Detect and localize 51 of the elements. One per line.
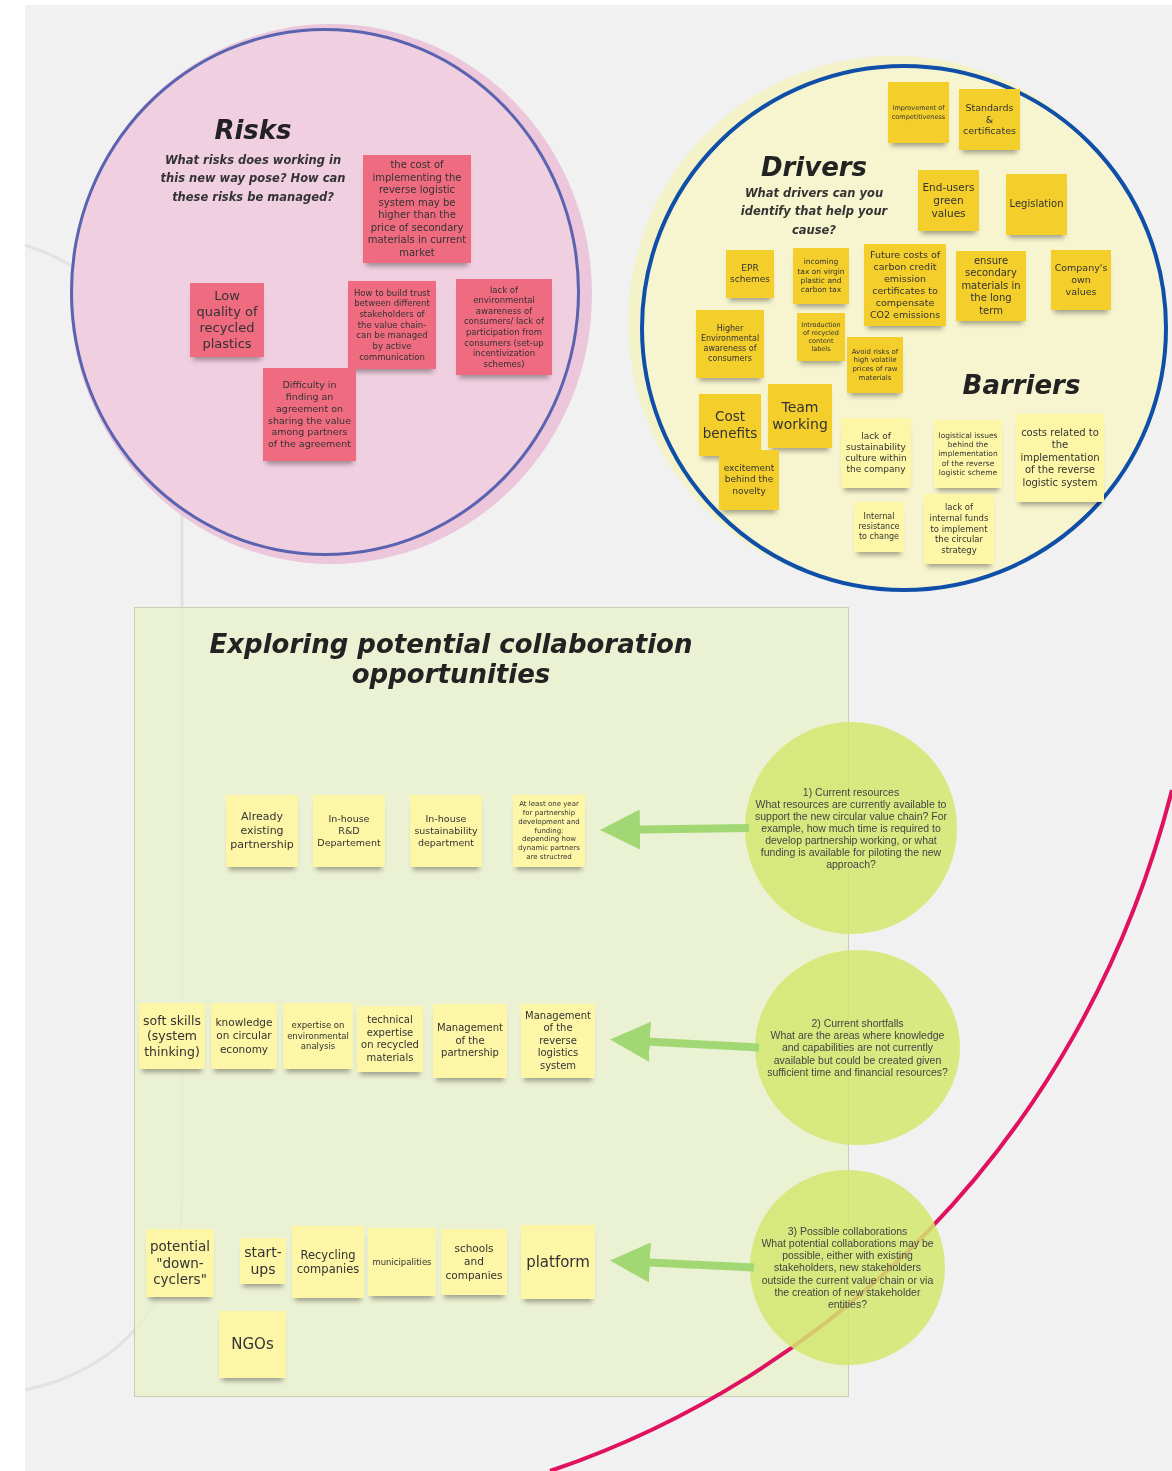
sticky-note: the cost of implementing the reverse logistic system may be higher than the price of secondary materials in current market [363, 155, 471, 263]
sticky-note: Management of the reverse logistics system [521, 1004, 595, 1078]
sticky-note: lack of environmental awareness of consumers/ lack of participation from consumers (set-up incentivization schemes) [456, 279, 552, 375]
sticky-note: ensure secondary materials in the long term [956, 251, 1026, 321]
sticky-note: Standards & certificates [959, 89, 1020, 150]
sticky-note: costs related to the implementation of the reverse logistic system [1016, 414, 1104, 502]
section-heading: Risks [213, 115, 293, 145]
sticky-note: Future costs of carbon credit emission certificates to compensate CO2 emissions [864, 244, 946, 326]
sticky-note: Higher Environmental awareness of consumers [696, 310, 764, 378]
sticky-note: soft skills (system thinking) [139, 1003, 205, 1069]
sticky-note: Recycling companies [292, 1226, 364, 1298]
sticky-note: technical expertise on recycled materials [357, 1006, 423, 1072]
question-text: What drivers can you identify that help your cause? [739, 185, 889, 239]
sticky-note: Difficulty in finding an agreement on sharing the value among partners of the agreement [263, 368, 356, 461]
question-text: What resources are currently available to support the new circular value chain? For example, how much time is required to develop partnership working, or what funding is available for piloting the new approach? [755, 797, 947, 871]
sticky-note: End-users green values [918, 170, 979, 231]
sticky-note: Low quality of recycled plastics [190, 283, 264, 357]
arrow [610, 1021, 760, 1062]
sticky-note: NGOs [219, 1311, 286, 1378]
sticky-note: In-house sustainability department [410, 795, 482, 867]
section-heading: Barriers [961, 370, 1082, 400]
sticky-note: lack of internal funds to implement the circular strategy [924, 494, 994, 564]
sticky-note: platform [521, 1225, 595, 1299]
circle-heading: 1) Current resources [802, 785, 900, 798]
sticky-note: How to build trust between different stakeholders of the value chain-can be managed by active communication [348, 281, 436, 369]
sticky-note: municipalities [368, 1228, 436, 1296]
panel-title: Exploring potential collaboration opportunities [208, 629, 694, 689]
sticky-note: schools and companies [441, 1229, 507, 1295]
sticky-note: start-ups [240, 1238, 286, 1284]
sticky-note: Team working [768, 384, 832, 448]
sticky-note: In-house R&D Departement [313, 795, 385, 867]
sticky-note: Legislation [1006, 174, 1067, 235]
sticky-note: Cost benefits [699, 394, 761, 456]
sticky-note: potential "down-cyclers" [146, 1229, 214, 1297]
arrow [610, 1242, 755, 1283]
sticky-note: knowledge on circular economy [211, 1003, 277, 1069]
circle-heading: 2) Current shortfalls [811, 1017, 904, 1030]
question-text: What are the areas where knowledge and capabilities are not currently available but could be created given sufficient time and financial resources? [766, 1029, 949, 1078]
arrow [600, 809, 750, 850]
sticky-note: Company's own values [1051, 250, 1111, 310]
sticky-note: excitement behind the novelty [719, 450, 779, 510]
sticky-note: Already existing partnership [226, 795, 298, 867]
sticky-note: Management of the partnership [433, 1004, 507, 1078]
sticky-note: expertise on environmental analysis [283, 1003, 353, 1069]
sticky-note: EPR schemes [726, 250, 774, 298]
sticky-note: Internal resistance to change [854, 502, 904, 552]
question-text: What risks does working in this new way pose? How can these risks be managed? [159, 152, 347, 206]
circle-heading: 3) Possible collaborations [787, 1225, 908, 1238]
sticky-note: lack of sustainability culture within the company [841, 418, 911, 488]
section-heading: Drivers [759, 152, 869, 182]
question-text: What potential collaborations may be possible, either with existing stakeholders, new stakeholders outside the current value chain or via the creation of new stakeholder entities? [760, 1237, 935, 1310]
